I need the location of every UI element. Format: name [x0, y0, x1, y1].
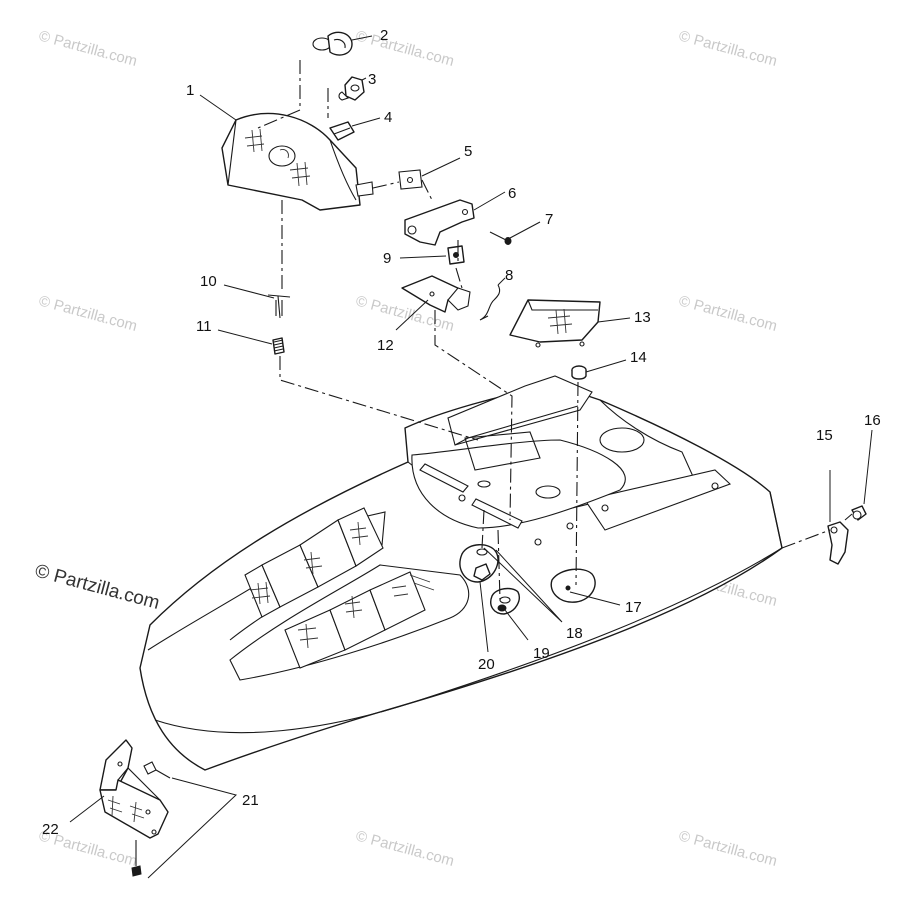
callout-19: 19: [533, 645, 550, 662]
watermark-text: © Partzilla.com: [354, 827, 456, 870]
watermark-text: © Partzilla.com: [677, 827, 779, 870]
watermark-main-text: © Partzilla.com: [33, 561, 162, 614]
watermark-text: © Partzilla.com: [37, 27, 139, 70]
latch-lever: [827, 521, 849, 565]
spring-clip: [479, 284, 501, 321]
callout-6: 6: [508, 185, 516, 202]
callout-5: 5: [464, 143, 472, 160]
callout-13: 13: [634, 309, 651, 326]
rubber-cap: [329, 121, 355, 141]
support-bracket: [401, 275, 471, 313]
callout-8: 8: [505, 267, 513, 284]
callout-4: 4: [384, 109, 392, 126]
callout-10: 10: [200, 273, 217, 290]
callout-1: 1: [186, 82, 194, 99]
callout-14: 14: [630, 349, 647, 366]
callout-2: 2: [380, 27, 388, 44]
callout-15: 15: [816, 427, 833, 444]
headlight-bulb: [312, 31, 353, 56]
cover-plate: [509, 299, 601, 348]
callout-18: 18: [566, 625, 583, 642]
grommet: [571, 365, 587, 380]
headlight-housing: [221, 112, 374, 211]
callout-16: 16: [864, 412, 881, 429]
bulb-socket: [338, 76, 365, 101]
headlight-bracket: [404, 199, 475, 246]
latch-knob: [851, 505, 867, 521]
callout-labels: 1 2 3 4 5 6 7 8 9 10 11 12 13 14 15 16 1…: [42, 27, 881, 838]
callout-12: 12: [377, 337, 394, 354]
tail-light-screw: [143, 761, 171, 779]
callout-20: 20: [478, 656, 495, 673]
tail-light: [99, 739, 169, 839]
watermark-text: © Partzilla.com: [354, 27, 456, 70]
gasket-left: [459, 544, 499, 583]
watermark-text: © Partzilla.com: [677, 27, 779, 70]
leader-lines: [69, 35, 873, 879]
pin: [267, 294, 291, 319]
callout-9: 9: [383, 250, 391, 267]
callout-17: 17: [625, 599, 642, 616]
callout-7: 7: [545, 211, 553, 228]
watermark-text: © Partzilla.com: [677, 292, 779, 335]
callout-21: 21: [242, 792, 259, 809]
watermark-text: © Partzilla.com: [37, 292, 139, 335]
callout-22: 22: [42, 821, 59, 838]
hood-body: [139, 375, 783, 771]
mount-pad: [398, 169, 423, 190]
spring: [272, 337, 285, 355]
screw: [489, 231, 512, 245]
nut: [447, 245, 465, 265]
washer: [490, 587, 520, 615]
gasket-right: [550, 568, 596, 603]
alignment-lines: [135, 60, 853, 852]
tail-light-bolt: [131, 852, 142, 877]
callout-11: 11: [196, 318, 212, 335]
callout-3: 3: [368, 71, 376, 88]
